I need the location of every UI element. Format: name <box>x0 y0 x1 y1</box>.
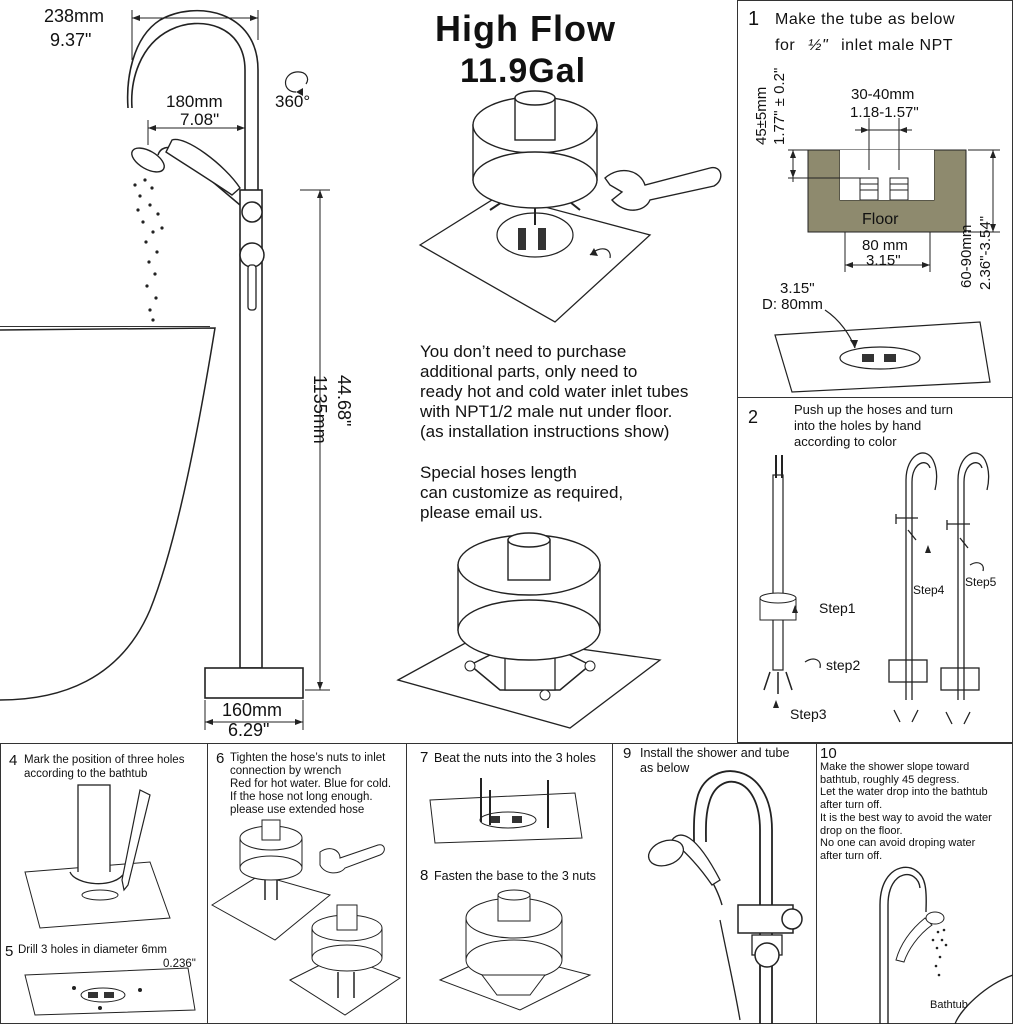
step5-line1: Drill 3 holes in diameter 6mm <box>18 944 167 956</box>
step2-label-step1: Step1 <box>819 600 856 616</box>
step4-line: according to the bathtub <box>24 768 148 780</box>
base-mm: 160mm <box>222 700 283 720</box>
step7-beat-nuts-drawing <box>429 778 583 844</box>
step10-line: Let the water drop into the bathtub <box>820 786 988 799</box>
step6-text: Tighten the hose’s nuts to inlet connect… <box>230 752 391 817</box>
step10-line: after turn off. <box>820 799 883 812</box>
step9-line: Install the shower and tube <box>640 746 790 760</box>
spout-reach-in: 9.37" <box>50 30 92 50</box>
bathtub-label: Bathtub <box>930 999 968 1011</box>
step10-line: drop on the floor. <box>820 824 903 837</box>
pipe-spacing-in: 1.18-1.57" <box>850 104 919 121</box>
step4-line: Mark the position of three holes <box>24 754 185 766</box>
base-wrench-illustration <box>418 90 722 323</box>
base-mounted-illustration <box>396 532 662 729</box>
step2-text: Push up the hoses and turn into the hole… <box>794 402 953 450</box>
intro-line: additional parts, only need to <box>420 362 638 381</box>
step10-line: No one can avoid droping water <box>820 837 976 850</box>
hole-diam-mm: D: 80mm <box>762 296 823 313</box>
step9-install-drawing <box>647 770 803 1024</box>
step1-line2: for ½" inlet male NPT <box>775 37 954 54</box>
step7-text: Beat the nuts into the 3 holes <box>434 751 596 765</box>
left-top-divider <box>0 326 210 327</box>
title-line2: 11.9Gal <box>460 52 587 90</box>
intro-line: You don’t need to purchase <box>420 342 627 361</box>
hole-diam-in: 3.15" <box>780 280 815 297</box>
bathtub-shape <box>0 327 216 701</box>
step9-text: Install the shower and tube as below <box>640 746 789 776</box>
spout-reach-mm: 238mm <box>44 6 105 26</box>
intro-line: (as installation instructions show) <box>420 422 670 441</box>
water-spray <box>133 178 164 322</box>
step8-fasten-drawing <box>438 889 592 1011</box>
pipe-spacing-mm: 30-40mm <box>851 86 915 103</box>
special-line: can customize as required, <box>420 483 624 502</box>
intro-line: ready hot and cold water inlet tubes <box>420 382 689 401</box>
step1-line1: Make the tube as below <box>775 11 955 28</box>
step4-text: Mark the position of three holes accordi… <box>24 753 184 781</box>
step6-line: If the hose not long enough. <box>230 791 373 803</box>
handshower-mm: 180mm <box>166 92 223 111</box>
base-in: 6.29" <box>228 720 270 740</box>
step2-line: according to color <box>794 434 897 449</box>
intro-line: with NPT1/2 male nut under floor. <box>420 402 673 421</box>
step2-label-step2: step2 <box>826 657 861 673</box>
step10-text: Make the shower slope toward bathtub, ro… <box>820 761 992 863</box>
step8-text: Fasten the base to the 3 nuts <box>434 869 596 883</box>
special-line: please email us. <box>420 503 543 522</box>
step6-number: 6 <box>216 750 225 767</box>
step4-mark-drawing <box>24 784 171 929</box>
step5-line2: 0.236" <box>163 958 196 970</box>
step10-line: It is the best way to avoid the water <box>820 811 992 824</box>
step6-line: please use extended hose <box>230 804 365 816</box>
step10-line: bathtub, roughly 45 degress. <box>820 773 960 786</box>
step2-line: Push up the hoses and turn <box>794 402 954 417</box>
step9-line: as below <box>640 761 690 775</box>
step2-number: 2 <box>748 407 759 427</box>
rotation-arrow <box>284 71 309 93</box>
rotation-label: 360° <box>275 92 311 111</box>
faucet-base <box>204 667 304 699</box>
step7-number: 7 <box>420 749 429 766</box>
mixer-lever <box>247 264 257 311</box>
step2-assembly-drawing <box>759 452 990 725</box>
special-hoses-text: Special hoses length can customize as re… <box>420 463 623 523</box>
step9-number: 9 <box>623 745 632 762</box>
special-line: Special hoses length <box>420 463 577 482</box>
step2-label-step3: Step3 <box>790 706 827 722</box>
step10-line: after turn off. <box>820 849 883 862</box>
step2-line: into the holes by hand <box>794 418 922 433</box>
diverter-knob <box>241 201 263 223</box>
floor-label: Floor <box>862 211 899 228</box>
step10-number: 10 <box>820 745 837 762</box>
step2-label-step4: Step4 <box>913 583 945 597</box>
fraction-half: ½" <box>808 37 829 54</box>
step10-panel <box>816 743 1013 1024</box>
title-line1: High Flow <box>435 8 616 49</box>
main-panel <box>0 0 738 744</box>
step6-tighten-drawing <box>211 819 402 1016</box>
step4-number: 4 <box>9 752 18 769</box>
step5-drill-drawing <box>24 967 196 1016</box>
step10-line: Make the shower slope toward <box>820 761 970 773</box>
faucet-dimension-drawing <box>0 9 330 730</box>
intro-text: You don’t need to purchase additional pa… <box>420 342 688 442</box>
gooseneck-spout <box>130 22 246 190</box>
hole-width-mm: 80 mm <box>862 237 908 254</box>
step6-line: connection by wrench <box>230 765 342 777</box>
handshower-in: 7.08" <box>180 110 220 129</box>
hole-width-in: 3.15" <box>866 252 901 269</box>
step6-line: Tighten the hose’s nuts to inlet <box>230 752 386 764</box>
floor-tube-diagram <box>774 118 1000 393</box>
step2-label-step5: Step5 <box>965 575 997 589</box>
step1-number: 1 <box>748 8 760 30</box>
step6-line: Red for hot water. Blue for cold. <box>230 778 392 790</box>
step5-number: 5 <box>5 943 14 960</box>
step8-number: 8 <box>420 867 429 884</box>
